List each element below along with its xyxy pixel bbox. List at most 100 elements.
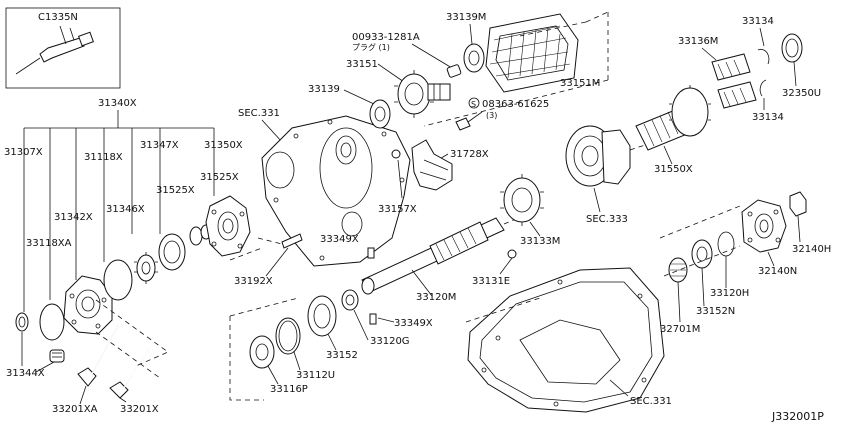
label-33134-a: 33134 <box>742 16 774 27</box>
snap-ring-33112u: 33112U <box>275 317 335 381</box>
label-qty-3: (3) <box>486 111 497 120</box>
screw-08363-61625: S 08363-61625 (3) <box>455 97 549 131</box>
diagram-reference-code: J332001P <box>771 410 824 423</box>
bearing-33152: 33152 <box>307 295 358 361</box>
o-ring-31118x <box>103 259 133 301</box>
companion-flange-32140n: 32140N <box>741 199 797 277</box>
oil-gutter-31728x: 31728X <box>411 139 489 191</box>
label-sec331-top: SEC.331 <box>238 108 280 119</box>
screw-symbol-icon <box>468 97 480 109</box>
sealant-inset: C1335N <box>5 7 121 89</box>
label-31118x: 31118X <box>84 152 123 163</box>
label-33192x: 33192X <box>234 276 273 287</box>
label-31342x: 31342X <box>54 212 93 223</box>
label-31550x: 31550X <box>654 164 693 175</box>
label-32350u: 32350U <box>782 88 821 99</box>
label-33120g: 33120G <box>370 336 410 347</box>
needle-bearing-33136m: 33136M <box>678 36 757 109</box>
pump-assembly-parts: 31344X 33201XA 33201X <box>6 195 251 415</box>
inset-frame <box>5 7 121 89</box>
label-sec331-bottom: SEC.331 <box>630 396 672 407</box>
label-33131e: 33131E <box>472 276 510 287</box>
ball-33131e: 33131E <box>472 249 517 287</box>
label-33116p: 33116P <box>270 384 308 395</box>
o-ring-31525x <box>189 226 203 246</box>
gear-33133m: 33133M <box>500 174 560 247</box>
mainshaft-33120m: 33120M <box>361 213 529 303</box>
label-33152: 33152 <box>326 350 358 361</box>
svg-text:S: S <box>471 100 476 109</box>
drive-sprocket-33151 <box>394 70 451 118</box>
label-33133m: 33133M <box>520 236 560 247</box>
label-33152n: 33152N <box>696 306 735 317</box>
gear-33120g: 33120G <box>341 289 410 347</box>
drive-chain-33151m <box>485 13 579 93</box>
label-33139: 33139 <box>308 84 340 95</box>
bearing-33139m <box>463 43 485 73</box>
ball-33157x: 33157X <box>378 149 417 215</box>
label-31340x: 31340X <box>98 98 137 109</box>
label-33120m: 33120M <box>416 292 456 303</box>
rear-case: SEC.331 <box>467 267 672 413</box>
label-32140h: 32140H <box>792 244 831 255</box>
snap-ring-33134-b: 33134 <box>752 79 784 123</box>
key-33349x-a: 33349X <box>320 234 375 259</box>
label-00933-1281a: 00933-1281A <box>352 32 420 43</box>
label-08363-61625: 08363-61625 <box>482 99 549 110</box>
label-plug-qty: プラグ (1) <box>352 42 390 52</box>
speedometer-gear-32701m: 32701M <box>660 257 700 335</box>
label-33134-b: 33134 <box>752 112 784 123</box>
label-33120h: 33120H <box>710 288 749 299</box>
label-31350x: 31350X <box>204 140 243 151</box>
collar-31344x <box>49 349 65 363</box>
label-33157x: 33157X <box>378 204 417 215</box>
label-33349x-b: 33349X <box>394 318 433 329</box>
bolt-33201x <box>109 349 149 399</box>
label-33151m: 33151M <box>560 78 600 89</box>
label-31346x: 31346X <box>106 204 145 215</box>
label-33136m: 33136M <box>678 36 718 47</box>
output-shaft-31550x: 31550X <box>635 85 711 175</box>
clutch-hub-sec333: SEC.333 <box>565 125 631 225</box>
o-ring-33118xa <box>39 303 65 341</box>
dowel-pin-33192x <box>281 233 303 249</box>
oil-seal-31344x <box>15 312 29 332</box>
oil-seal-32350u: 32350U <box>781 33 821 99</box>
label-31728x: 31728X <box>450 149 489 160</box>
key-33349x-b: 33349X <box>369 313 433 329</box>
label-31525x-b: 31525X <box>156 185 195 196</box>
label-31344x: 31344X <box>6 368 45 379</box>
outer-gear-31347x <box>158 233 186 271</box>
sealant-tube-icon <box>15 25 94 75</box>
label-33349x-a: 33349X <box>320 234 359 245</box>
flange-nut-32140h: 32140H <box>789 191 831 255</box>
group-31340x-callouts: 31340X 31307X 31118X 31347X 31350X 31525… <box>4 98 243 312</box>
front-case: SEC.331 33192X <box>229 108 411 287</box>
snap-ring-33134-a: 33134 <box>742 16 774 65</box>
label-33201xa: 33201XA <box>52 404 98 415</box>
label-32140n: 32140N <box>758 266 797 277</box>
plug-00933-1281a <box>446 64 462 78</box>
label-33118xa: 33118XA <box>26 238 72 249</box>
label-33201x: 33201X <box>120 404 159 415</box>
label-31525x-a: 31525X <box>200 172 239 183</box>
label-31307x: 31307X <box>4 147 43 158</box>
label-c1335n: C1335N <box>38 12 78 23</box>
drive-gear-set: 33139 33151 00933-1281A プラグ (1) 33139M <box>308 12 486 129</box>
snap-ring-33120h: 33120H <box>710 231 749 299</box>
pump-housing-31342x <box>63 275 113 335</box>
label-33139m: 33139M <box>446 12 486 23</box>
label-33151: 33151 <box>346 59 378 70</box>
front-case-body <box>261 115 411 267</box>
pump-cover-31350x <box>205 195 251 257</box>
label-sec333: SEC.333 <box>586 214 628 225</box>
bearing-33152n: 33152N <box>691 239 735 317</box>
oil-seal-33116p: 33116P <box>249 335 308 395</box>
label-32701m: 32701M <box>660 324 700 335</box>
inner-gear-31346x <box>134 252 158 284</box>
label-31347x: 31347X <box>140 140 179 151</box>
bearing-33139 <box>369 99 391 129</box>
label-33112u: 33112U <box>296 370 335 381</box>
bolt-33201xa <box>77 325 119 387</box>
